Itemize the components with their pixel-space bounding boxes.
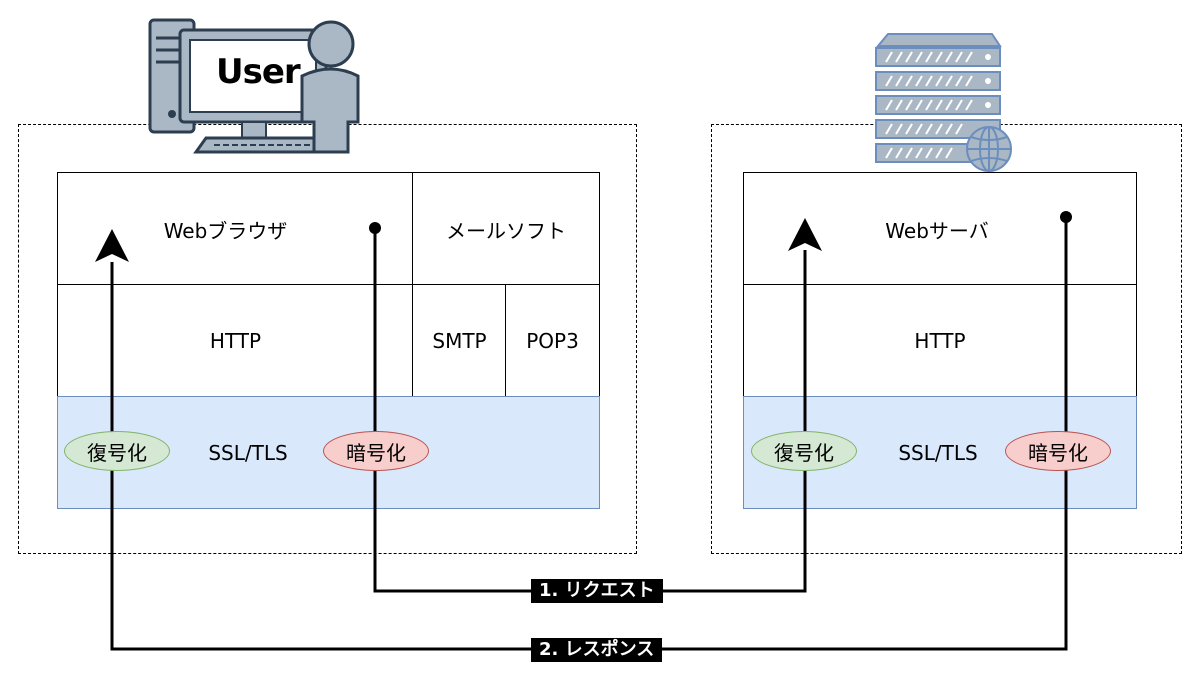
- user-computer-icon: [148, 18, 360, 154]
- web-server-label: Webサーバ: [885, 218, 989, 243]
- client-tls-label: SSL/TLS: [208, 440, 288, 465]
- browser-label: Webブラウザ: [163, 218, 288, 243]
- response-start-dot: [1060, 211, 1072, 223]
- response-label: 2. レスポンス: [531, 638, 663, 662]
- request-label: 1. リクエスト: [531, 579, 663, 603]
- browser-box: Webブラウザ: [57, 172, 414, 286]
- pop3-box: POP3: [505, 284, 600, 398]
- response-arrowhead: [95, 229, 129, 262]
- client-encrypt-node: 暗号化: [323, 431, 429, 471]
- request-arrowhead: [788, 218, 822, 251]
- mail-software-label: メールソフト: [446, 218, 566, 243]
- client-http-box: HTTP: [57, 284, 414, 398]
- smtp-box: SMTP: [412, 284, 507, 398]
- client-decrypt-node: 復号化: [64, 431, 170, 471]
- server-http-label: HTTP: [914, 329, 966, 353]
- request-start-dot: [369, 222, 381, 234]
- server-http-box: HTTP: [743, 284, 1137, 398]
- smtp-label: SMTP: [432, 329, 487, 353]
- server-encrypt-node: 暗号化: [1005, 431, 1111, 471]
- client-http-label: HTTP: [209, 329, 262, 353]
- server-rack-icon: [875, 33, 1012, 172]
- request-line: [373, 228, 807, 593]
- pop3-label: POP3: [526, 329, 579, 353]
- server-decrypt-node: 復号化: [751, 431, 857, 471]
- server-tls-label: SSL/TLS: [898, 440, 978, 465]
- user-icon-text: User: [216, 52, 301, 92]
